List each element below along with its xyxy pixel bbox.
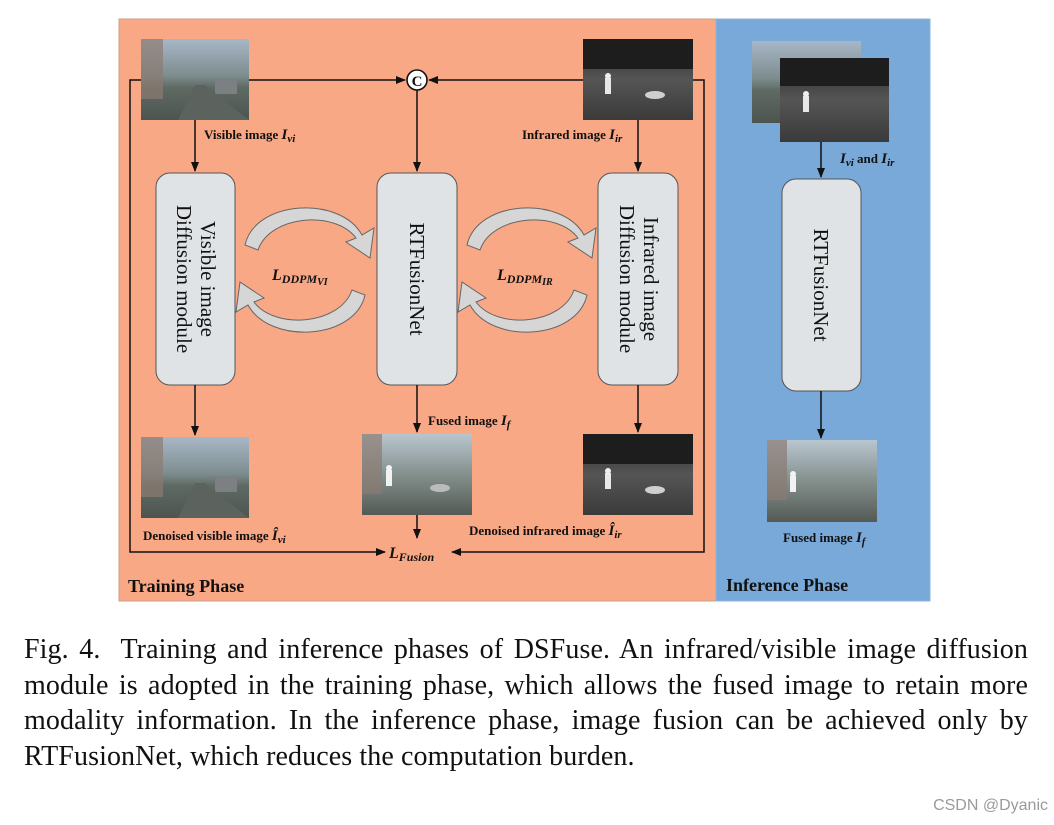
cycle-arrows-ir — [457, 207, 597, 333]
denoised-infrared-image-thumbnail — [583, 434, 693, 515]
figure-caption: Fig. 4. Training and inference phases of… — [24, 632, 1028, 774]
fused-image-thumbnail — [362, 434, 472, 515]
denoised-visible-label: Denoised visible image Îvi — [143, 527, 287, 546]
inference-phase-label: Inference Phase — [726, 575, 848, 595]
infrared-image-thumbnail — [583, 39, 693, 120]
infrared-module-line2: Diffusion module — [615, 205, 639, 353]
arrow-infrared-loop-to-loss — [451, 79, 705, 556]
caption-text: Training and inference phases of DSFuse.… — [24, 634, 1028, 772]
inference-input-label: Ivi and Iir — [839, 151, 895, 169]
concat-symbol: C — [412, 74, 423, 90]
training-phase-label: Training Phase — [128, 576, 244, 596]
cycle-arrows-vi — [235, 207, 375, 333]
fused-image-label: Fused image If — [428, 413, 512, 431]
loss-ddpm-ir: LDDPMIR — [496, 267, 553, 288]
loss-ddpm-vi: LDDPMVI — [271, 267, 329, 288]
fusion-loss-label: LFusion — [388, 545, 434, 564]
inference-fused-image-thumbnail — [767, 440, 877, 522]
visible-image-thumbnail — [141, 39, 249, 120]
visible-module-line2: Diffusion module — [172, 205, 196, 353]
arrow-visible-loop-to-loss — [129, 79, 386, 556]
denoised-visible-image-thumbnail — [141, 437, 249, 518]
infrared-module-line1: Infrared image — [639, 217, 663, 341]
dsfuse-figure: C Visible image Diffusion module RTFusio… — [118, 18, 931, 602]
visible-module-line1: Visible image — [196, 221, 220, 337]
rtfusionnet-label: RTFusionNet — [405, 222, 429, 335]
caption-fig-number: Fig. 4. — [24, 634, 101, 665]
inference-rtfusionnet-label: RTFusionNet — [809, 228, 833, 341]
watermark: CSDN @Dyanic — [933, 797, 1048, 814]
visible-image-label: Visible image Ivi — [204, 127, 296, 145]
denoised-infrared-label: Denoised infrared image Îir — [469, 522, 622, 541]
inference-infrared-image-thumbnail — [780, 58, 889, 142]
infrared-image-label: Infrared image Iir — [522, 127, 623, 145]
inference-fused-label: Fused image If — [783, 530, 867, 548]
